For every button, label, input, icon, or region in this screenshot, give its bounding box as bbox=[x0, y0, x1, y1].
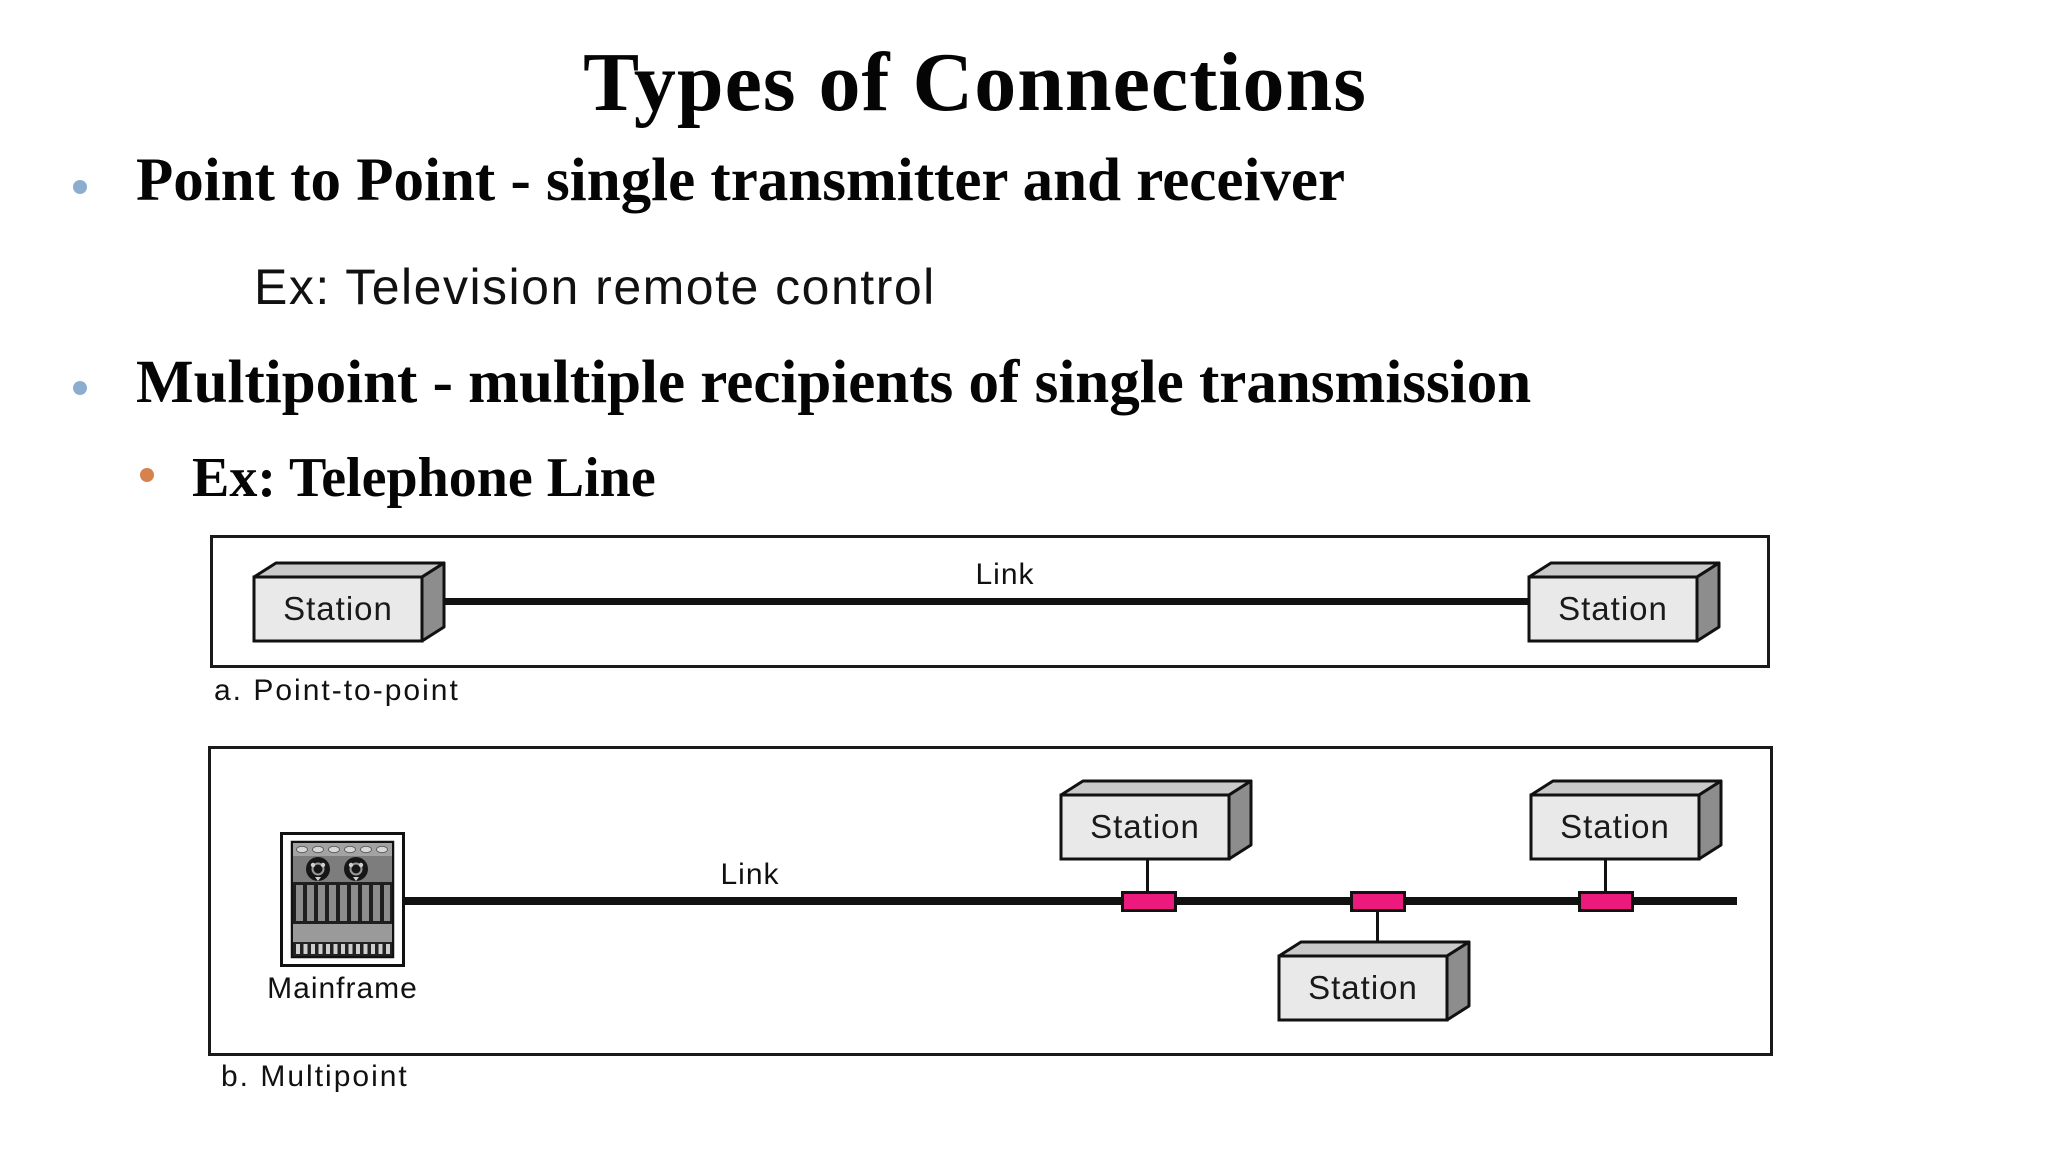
link-line bbox=[430, 598, 1534, 605]
bullet-dot bbox=[73, 381, 87, 395]
drop-line bbox=[1146, 857, 1149, 897]
mainframe-label: Mainframe bbox=[267, 972, 418, 1005]
tap-connector bbox=[1578, 891, 1634, 912]
slide-title: Types of Connections bbox=[583, 36, 1367, 129]
station-box: Station bbox=[1277, 939, 1471, 1023]
sub-bullet-dot bbox=[140, 468, 154, 482]
station-label: Station bbox=[1560, 808, 1670, 845]
station-box: Station bbox=[252, 560, 446, 644]
station-label: Station bbox=[1090, 808, 1200, 845]
link-label: Link bbox=[720, 858, 780, 891]
station-label: Station bbox=[1308, 969, 1418, 1006]
mainframe-icon bbox=[280, 832, 405, 972]
station-box: Station bbox=[1059, 778, 1253, 862]
station-label: Station bbox=[283, 590, 393, 627]
bullet-dot bbox=[73, 180, 87, 194]
bullet-multipoint: Multipoint - multiple recipients of sing… bbox=[136, 349, 1532, 416]
bullet-point-to-point: Point to Point - single transmitter and … bbox=[136, 147, 1346, 214]
example-telephone-line: Ex: Telephone Line bbox=[192, 447, 656, 509]
drop-line bbox=[1604, 857, 1607, 895]
example-television-remote: Ex: Television remote control bbox=[254, 259, 936, 315]
drop-line bbox=[1376, 907, 1379, 959]
station-box: Station bbox=[1529, 778, 1723, 862]
link-label: Link bbox=[975, 558, 1035, 591]
diagram-a-caption: a. Point-to-point bbox=[214, 674, 460, 707]
bus-line bbox=[404, 897, 1737, 905]
tap-connector bbox=[1350, 891, 1406, 912]
diagram-b-caption: b. Multipoint bbox=[221, 1060, 409, 1093]
station-box: Station bbox=[1527, 560, 1721, 644]
station-label: Station bbox=[1558, 590, 1668, 627]
tap-connector bbox=[1121, 891, 1177, 912]
